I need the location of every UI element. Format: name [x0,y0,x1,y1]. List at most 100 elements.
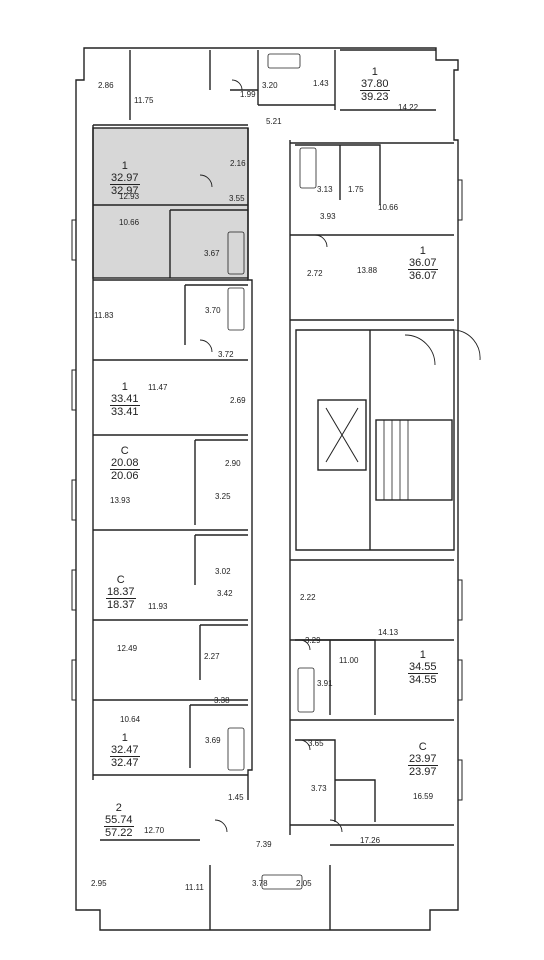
apartment-label: 1 37.80 39.23 [360,66,390,103]
apartment-type: 1 [121,381,128,393]
apartment-type: 1 [121,732,128,744]
room-area: 5.21 [266,117,282,126]
room-area: 2.72 [307,269,323,278]
room-area: 12.49 [117,644,138,653]
left-unit-separators [93,124,248,776]
room-area: 2.69 [230,396,246,405]
apartment-total-area: 55.74 [104,814,134,827]
room-area: 11.93 [148,602,168,611]
apartment-living-area: 23.97 [409,766,437,778]
apartment-living-area: 20.06 [111,470,139,482]
room-area: 2.86 [98,81,114,90]
room-area: 12.93 [119,192,140,201]
room-area: 1.75 [348,185,364,194]
apartment-type: С [120,445,129,457]
apartment-living-area: 39.23 [361,91,389,103]
room-area: 3.67 [204,249,220,258]
room-area: 3.69 [205,736,221,745]
apartment-total-area: 23.97 [408,753,438,766]
apartment-type: 1 [419,245,426,257]
apartment-label: С 18.37 18.37 [106,574,136,611]
room-area: 3.93 [320,212,336,221]
room-area: 3.55 [229,194,245,203]
room-area: 1.99 [240,90,256,99]
windows [71,179,463,801]
room-area: 10.66 [119,218,140,227]
apartment-total-area: 20.08 [110,457,140,470]
room-area: 2.16 [230,159,246,168]
apartment-label: С 20.08 20.06 [110,445,140,482]
room-area: 10.66 [378,203,399,212]
room-area: 17.26 [360,836,381,845]
room-area: 3.73 [311,784,327,793]
stair-block [375,419,453,501]
bathtub [227,727,245,771]
apartment-total-area: 33.41 [110,393,140,406]
apartment-type: 1 [371,66,378,78]
room-area: 1.45 [228,793,244,802]
apartment-label: 1 34.55 34.55 [408,649,438,686]
apartment-total-area: 36.07 [408,257,438,270]
room-area: 2.95 [91,879,107,888]
room-area: 3.78 [252,879,268,888]
apartment-label: 2 55.74 57.22 [104,802,134,839]
door-arcs [199,79,481,833]
room-area: 1.43 [313,79,329,88]
room-area: 3.13 [317,185,333,194]
room-area: 16.59 [413,792,434,801]
room-area: 14.13 [378,628,399,637]
apartment-label: 1 36.07 36.07 [408,245,438,282]
apartment-label: 1 32.97 32.97 [110,160,140,197]
apartment-type: 2 [115,802,122,814]
corridor-wall-left [247,128,253,800]
apartment-type: С [418,741,427,753]
room-area: 2.90 [225,459,241,468]
apartment-living-area: 33.41 [111,406,139,418]
bathtub [227,287,245,331]
room-area: 3.72 [218,350,234,359]
room-area: 2.27 [204,652,220,661]
bathtub [297,667,315,713]
room-area: 11.75 [134,96,154,105]
bathtub [227,231,245,275]
right-bathroom-walls [295,144,381,822]
room-area: 12.70 [144,826,165,835]
room-area: 13.93 [110,496,131,505]
apartment-label: С 23.97 23.97 [408,741,438,778]
stair-treads [383,420,409,500]
apartment-label: 1 32.47 32.47 [110,732,140,769]
left-bathroom-walls [169,209,248,768]
apartment-total-area: 37.80 [360,78,390,91]
room-area: 11.11 [185,883,204,892]
apartment-total-area: 18.37 [106,586,136,599]
room-area: 3.42 [217,589,233,598]
apartment-living-area: 36.07 [409,270,437,282]
room-area: 3.91 [317,679,333,688]
apartment-label: 1 33.41 33.41 [110,381,140,418]
room-area: 11.47 [148,383,168,392]
room-area: 3.20 [262,81,278,90]
room-area: 3.38 [214,696,230,705]
elevator-shaft [317,399,367,471]
apartment-total-area: 32.97 [110,172,140,185]
apartment-living-area: 18.37 [107,599,135,611]
room-area: 3.02 [215,567,231,576]
apartment-living-area: 57.22 [105,827,133,839]
bathtub [267,53,301,69]
top-unit-walls [129,49,436,120]
room-area: 10.64 [120,715,141,724]
apartment-type: 1 [121,160,128,172]
room-area: 3.29 [305,636,321,645]
bathtub [261,874,303,890]
apartment-living-area: 32.97 [111,185,139,197]
room-area: 3.25 [215,492,231,501]
room-area: 3.65 [308,739,324,748]
bottom-unit-walls [100,839,454,930]
bathtub [299,147,317,189]
room-area: 11.00 [339,656,359,665]
apartment-living-area: 32.47 [111,757,139,769]
room-area: 2.05 [296,879,312,888]
apartment-type: С [116,574,125,586]
core-walls [295,329,455,551]
